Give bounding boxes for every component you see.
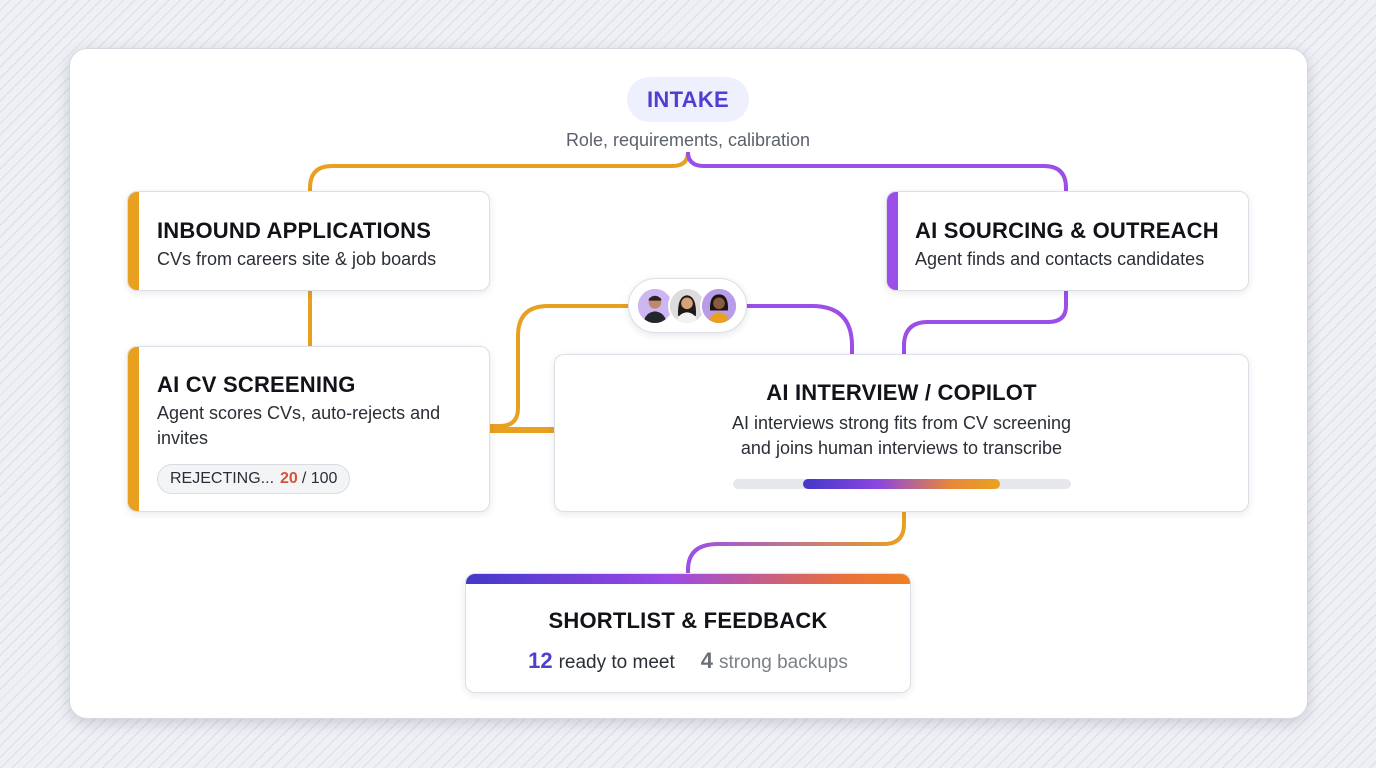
ready-count: 12 (528, 648, 553, 673)
backup-label: strong backups (719, 652, 848, 673)
sourcing-description: Agent finds and contacts candidates (915, 249, 1205, 269)
rejecting-total: / 100 (301, 470, 338, 487)
person-avatar-icon (636, 287, 674, 325)
interview-title: AI INTERVIEW / COPILOT (766, 380, 1037, 405)
card-accent-bar (466, 574, 910, 584)
intake-badge: INTAKE (627, 77, 749, 122)
interview-progress-fill (803, 479, 1000, 489)
interview-progress-track (733, 479, 1071, 489)
screening-description: Agent scores CVs, auto-rejects and invit… (157, 403, 441, 448)
person-avatar-icon (668, 287, 706, 325)
rejecting-status-badge: REJECTING... 20 / 100 (157, 464, 351, 494)
intake-title: INTAKE (646, 86, 730, 112)
ai-interview-copilot-card: AI INTERVIEW / COPILOT AI interviews str… (554, 354, 1249, 512)
card-accent-bar (128, 192, 139, 290)
interview-description: AI interviews strong fits from CV screen… (555, 411, 1248, 461)
ready-label: ready to meet (558, 652, 675, 673)
person-avatar-icon (700, 287, 738, 325)
candidate-avatars-group (628, 278, 747, 333)
backup-count: 4 (700, 648, 714, 673)
interview-description-line1: AI interviews strong fits from CV screen… (731, 413, 1072, 433)
shortlist-title: SHORTLIST & FEEDBACK (548, 608, 828, 633)
ai-cv-screening-card: AI CV SCREENING Agent scores CVs, auto-r… (127, 346, 490, 512)
sourcing-title: AI SOURCING & OUTREACH (915, 218, 1219, 243)
ai-sourcing-card: AI SOURCING & OUTREACH Agent finds and c… (886, 191, 1249, 291)
rejecting-label: REJECTING... (170, 470, 275, 487)
inbound-description: CVs from careers site & job boards (157, 249, 437, 269)
inbound-applications-card: INBOUND APPLICATIONS CVs from careers si… (127, 191, 490, 291)
interview-description-line2: and joins human interviews to transcribe (740, 438, 1063, 458)
screening-title: AI CV SCREENING (157, 372, 356, 397)
inbound-title: INBOUND APPLICATIONS (157, 218, 432, 243)
card-accent-bar (128, 347, 139, 511)
intake-subtitle: Role, requirements, calibration (565, 130, 811, 150)
card-accent-bar (887, 192, 898, 290)
rejecting-count: 20 (280, 470, 298, 487)
